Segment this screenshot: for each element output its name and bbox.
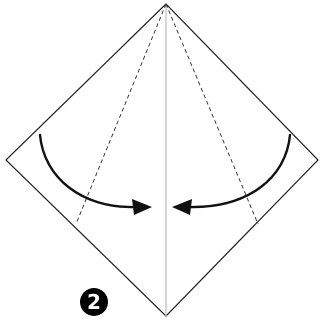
step-number: 2 (87, 290, 101, 314)
step-number-badge: 2 (80, 288, 108, 316)
curved-arrow-right-icon (38, 133, 152, 215)
curved-arrow-left-icon (172, 133, 292, 215)
left-fold-guide (75, 3, 167, 225)
paper-square (5, 3, 319, 317)
right-fold-guide (165, 3, 259, 225)
